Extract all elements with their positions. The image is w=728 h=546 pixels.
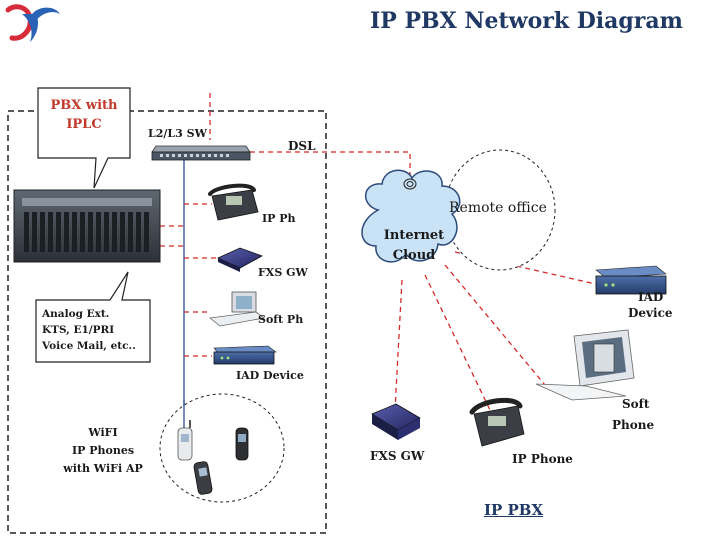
soft-phone-laptop-icon	[209, 291, 265, 327]
switch-label: L2/L3 SW	[148, 127, 207, 140]
pbx-callout-bubble	[37, 87, 131, 189]
fxs-gateway-right-icon	[371, 403, 421, 440]
analog-line-2: KTS, E1/PRI	[42, 324, 115, 336]
dsl-link	[250, 151, 411, 178]
analog-line-1: Analog Ext.	[42, 308, 110, 320]
pbx-callout-text: PBX with IPLC	[42, 96, 126, 134]
wifi-line-3: with WiFi AP	[63, 462, 143, 475]
soft-phone-right-label-line-1: Soft	[622, 397, 650, 411]
remote-office-label: Remote office	[449, 200, 547, 216]
pbx-chassis	[13, 189, 161, 263]
ip-pbx-label: IP PBX	[484, 501, 544, 519]
iad-device-icon	[213, 345, 277, 365]
iad-device-right-icon	[595, 265, 667, 295]
analog-callout-bubble	[35, 271, 151, 363]
company-logo	[5, 4, 60, 42]
fxs-gw-label: FXS GW	[258, 266, 308, 279]
analog-line-3: Voice Mail, etc..	[42, 340, 136, 352]
pbx-callout-line-2: IPLC	[66, 117, 102, 132]
dsl-label: DSL	[288, 139, 316, 153]
l2-l3-switch	[151, 145, 251, 161]
soft-phone-laptop-right-icon	[535, 329, 635, 401]
ip-phone-right-label: IP Phone	[512, 452, 573, 466]
wifi-phone-icon-2	[235, 427, 249, 461]
soft-phone-label: Soft Ph	[258, 313, 304, 326]
remote-links	[394, 251, 601, 411]
internet-cloud-label: Internet Cloud	[378, 226, 450, 266]
wifi-line-2: IP Phones	[71, 444, 135, 457]
cloud-line-2: Cloud	[392, 248, 436, 263]
cloud-line-1: Internet	[383, 228, 445, 243]
ip-phone-label: IP Ph	[262, 212, 296, 225]
iad-right-label-line-2: Device	[628, 306, 673, 320]
internet-cloud	[361, 169, 461, 263]
ip-phone-icon	[208, 183, 259, 221]
wifi-phone-icon-1	[177, 420, 193, 461]
internal-links	[160, 203, 218, 357]
fxs-gw-right-label: FXS GW	[370, 449, 425, 463]
ip-phone-right-icon	[469, 397, 525, 447]
wifi-label: WiFI IP Phones with WiFi AP	[58, 424, 148, 478]
fxs-gateway-icon	[217, 247, 263, 272]
iad-device-label: IAD Device	[236, 369, 304, 382]
soft-phone-right-label-line-2: Phone	[612, 418, 655, 432]
diagram-title: IP PBX Network Diagram	[370, 8, 683, 34]
analog-callout-text: Analog Ext. KTS, E1/PRI Voice Mail, etc.…	[42, 306, 136, 354]
wifi-line-1: WiFI	[88, 426, 118, 439]
wifi-phone-icon-3	[193, 461, 213, 495]
pbx-callout-line-1: PBX with	[50, 98, 118, 113]
iad-right-label-line-1: IAD	[638, 290, 664, 304]
